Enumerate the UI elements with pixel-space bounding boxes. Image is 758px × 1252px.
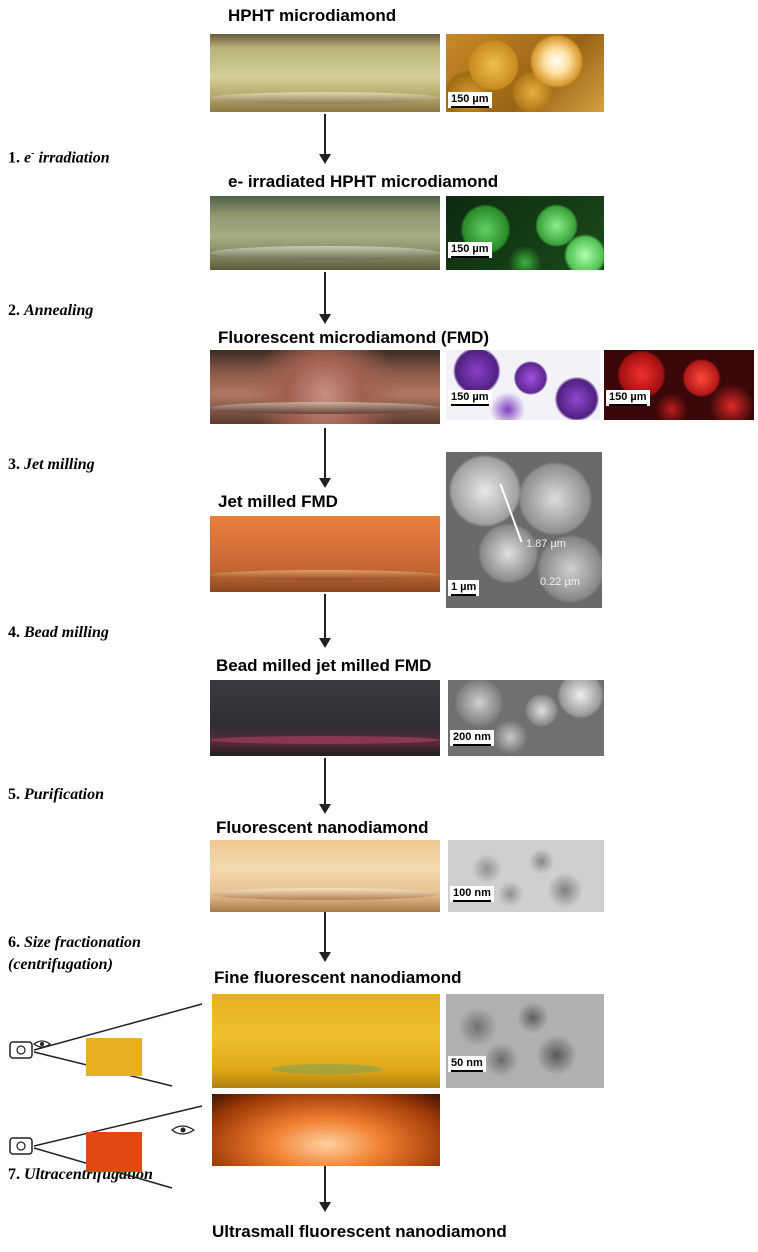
micrograph-fmd-purple: 150 µm (446, 350, 600, 420)
vial-photo-nanodiamond (210, 840, 440, 912)
step-number: 6. (8, 934, 20, 951)
arrow-down (324, 910, 326, 954)
stage-title-jet-milled: Jet milled FMD (218, 492, 338, 512)
step-label-bead-milling: 4. Bead milling (8, 624, 109, 642)
micrograph-fmd-red: 150 µm (604, 350, 754, 420)
arrow-down (324, 758, 326, 806)
stage-title-fmd: Fluorescent microdiamond (FMD) (218, 328, 489, 348)
vial-thumbnail (86, 1132, 142, 1172)
stage-title-ultrasmall-nanodiamond: Ultrasmall fluorescent nanodiamond (212, 1222, 507, 1242)
eye-icon (34, 1041, 50, 1047)
measurement-line (499, 484, 522, 543)
scale-bar: 150 µm (448, 242, 492, 258)
scale-bar: 100 nm (450, 886, 494, 902)
scale-bar-label: 150 µm (451, 391, 489, 403)
viewing-schematic-bottom (6, 1100, 206, 1192)
stage-title-irradiated: e- irradiated HPHT microdiamond (228, 172, 498, 192)
step-name: Jet milling (24, 456, 95, 473)
vial-photo-hpht (210, 34, 440, 112)
scale-bar: 150 µm (448, 390, 492, 406)
scale-bar: 200 nm (450, 730, 494, 746)
step-number: 1. (8, 149, 20, 166)
micrograph-nanodiamond-tem: 100 nm (448, 840, 604, 912)
vial-photo-backlit (212, 1094, 440, 1166)
eye-icon (172, 1126, 194, 1134)
stage-title-hpht: HPHT microdiamond (228, 6, 396, 26)
step-label-irradiation: 1. e- irradiation (8, 148, 110, 167)
scale-bar-label: 150 µm (451, 243, 489, 255)
step-label-centrifugation: (centrifugation) (8, 956, 113, 974)
scale-bar-label: 100 nm (453, 887, 491, 899)
step-label-annealing: 2. Annealing (8, 302, 93, 320)
stage-title-fine-nanodiamond: Fine fluorescent nanodiamond (214, 968, 461, 988)
sem-annotation: 1.87 µm (526, 538, 566, 550)
scale-bar: 150 µm (448, 92, 492, 108)
micrograph-bead-milled-sem: 200 nm (448, 680, 604, 756)
stage-title-bead-milled: Bead milled jet milled FMD (216, 656, 431, 676)
step-name: Purification (24, 786, 104, 803)
step-number: 3. (8, 456, 20, 473)
viewing-schematic-top (6, 1000, 206, 1090)
arrow-down (324, 114, 326, 156)
step-label-size-fractionation: 6. Size fractionation (8, 934, 141, 952)
scale-bar: 50 nm (448, 1056, 486, 1072)
step-label-jet-milling: 3. Jet milling (8, 456, 95, 474)
step-number: 2. (8, 302, 20, 319)
scale-bar-label: 50 nm (451, 1057, 483, 1069)
micrograph-irradiated: 150 µm (446, 196, 604, 270)
scale-bar: 150 µm (606, 390, 650, 406)
step-name-suffix: irradiation (34, 149, 109, 166)
vial-photo-jet-milled (210, 516, 440, 592)
stage-title-nanodiamond: Fluorescent nanodiamond (216, 818, 429, 838)
scale-bar-label: 150 µm (609, 391, 647, 403)
scale-bar-label: 1 µm (451, 581, 476, 593)
scale-bar: 1 µm (448, 580, 479, 596)
vial-photo-fmd (210, 350, 440, 424)
vial-photo-fine-nanodiamond (212, 994, 440, 1088)
step-name-secondary: (centrifugation) (8, 956, 113, 973)
scale-bar-label: 150 µm (451, 93, 489, 105)
vial-thumbnail (86, 1038, 142, 1076)
camera-icon (10, 1042, 32, 1058)
step-name: Bead milling (24, 624, 109, 641)
sem-annotation: 0.22 µm (540, 576, 580, 588)
step-number: 5. (8, 786, 20, 803)
micrograph-fine-nanodiamond-tem: 50 nm (446, 994, 604, 1088)
micrograph-hpht: 150 µm (446, 34, 604, 112)
vial-photo-bead-milled (210, 680, 440, 756)
vial-photo-irradiated (210, 196, 440, 270)
step-label-purification: 5. Purification (8, 786, 104, 804)
scale-bar-label: 200 nm (453, 731, 491, 743)
step-number: 4. (8, 624, 20, 641)
camera-icon (10, 1138, 32, 1154)
arrow-down (324, 272, 326, 316)
micrograph-jet-milled-sem: 1.87 µm 0.22 µm 1 µm (446, 452, 602, 608)
arrow-down (324, 428, 326, 480)
step-name: Annealing (24, 302, 93, 319)
step-name: Size fractionation (24, 934, 141, 951)
arrow-down (324, 594, 326, 640)
